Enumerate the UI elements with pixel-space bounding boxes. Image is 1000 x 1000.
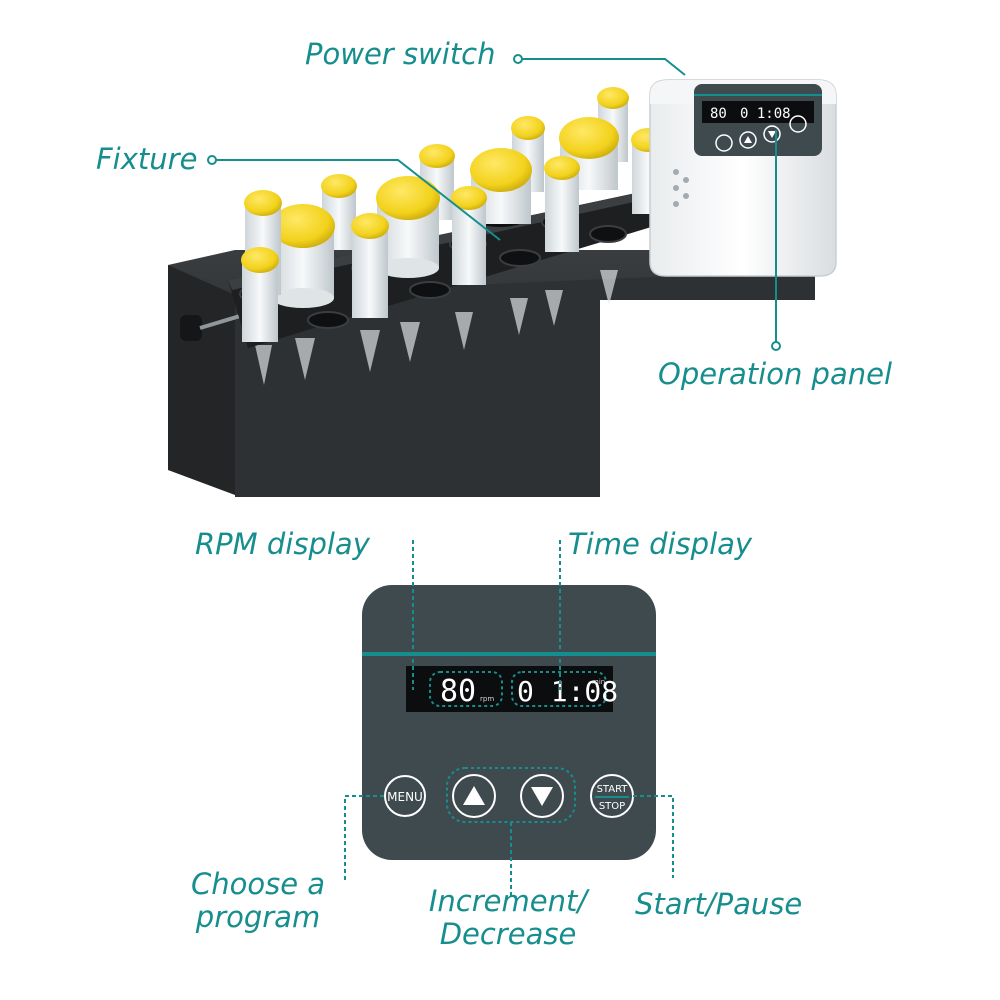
- mini-down-arrow-icon: [768, 131, 776, 138]
- down-arrow-icon: [531, 787, 553, 806]
- drive-bolts: [673, 169, 689, 207]
- menu-button[interactable]: [384, 775, 426, 817]
- label-choose-program-line2: program: [195, 900, 321, 935]
- label-increment-decrease: Increment/ Decrease: [408, 884, 608, 952]
- tube-small-7: [241, 247, 279, 342]
- stop-label: STOP: [599, 801, 625, 812]
- mini-time-readout: 0 1:08: [740, 106, 791, 122]
- label-power-switch: Power switch: [305, 37, 496, 71]
- label-rpm-display: RPM display: [195, 527, 370, 561]
- tube-small-8: [351, 213, 389, 318]
- mini-menu-button[interactable]: [715, 134, 733, 152]
- time-unit: min: [592, 678, 605, 686]
- leader-lines-bottom: [344, 540, 674, 898]
- label-time-display: Time display: [568, 527, 753, 561]
- label-start-pause: Start/Pause: [635, 887, 803, 921]
- mini-display: [702, 101, 814, 123]
- menu-label: MENU: [387, 790, 423, 804]
- label-increment-line2: Decrease: [439, 917, 577, 952]
- operation-panel-zoom: [362, 585, 656, 860]
- label-increment-line1: Increment/: [428, 884, 588, 918]
- label-fixture: Fixture: [96, 142, 198, 176]
- base-front: [235, 270, 815, 497]
- rpm-unit: rpm: [480, 695, 494, 703]
- rpm-readout: 80: [440, 674, 476, 709]
- rotator-device: 80 0 1:08: [168, 79, 837, 497]
- tube-small-10: [544, 156, 580, 252]
- base-side: [168, 265, 235, 495]
- axle-knob: [180, 315, 202, 341]
- tube-large-1: [271, 204, 335, 308]
- mini-down-button[interactable]: [763, 125, 781, 143]
- leader-lines-top: [207, 54, 781, 351]
- tube-small-9: [451, 186, 487, 285]
- panel-body: [362, 585, 656, 860]
- tube-large-3: [470, 148, 532, 224]
- label-choose-program: Choose a program: [168, 867, 348, 935]
- mini-rpm-readout: 80: [710, 106, 727, 122]
- label-choose-program-line1: Choose a: [190, 867, 326, 901]
- mini-up-arrow-icon: [744, 136, 752, 143]
- time-readout: 0 1:08: [517, 675, 618, 708]
- panel-display: [406, 666, 613, 712]
- tube-tips: [255, 270, 618, 385]
- up-arrow-icon: [463, 786, 485, 805]
- start-label: START: [597, 784, 629, 795]
- mini-up-button[interactable]: [739, 131, 757, 149]
- mini-start-button[interactable]: [789, 115, 807, 133]
- label-operation-panel: Operation panel: [658, 357, 892, 391]
